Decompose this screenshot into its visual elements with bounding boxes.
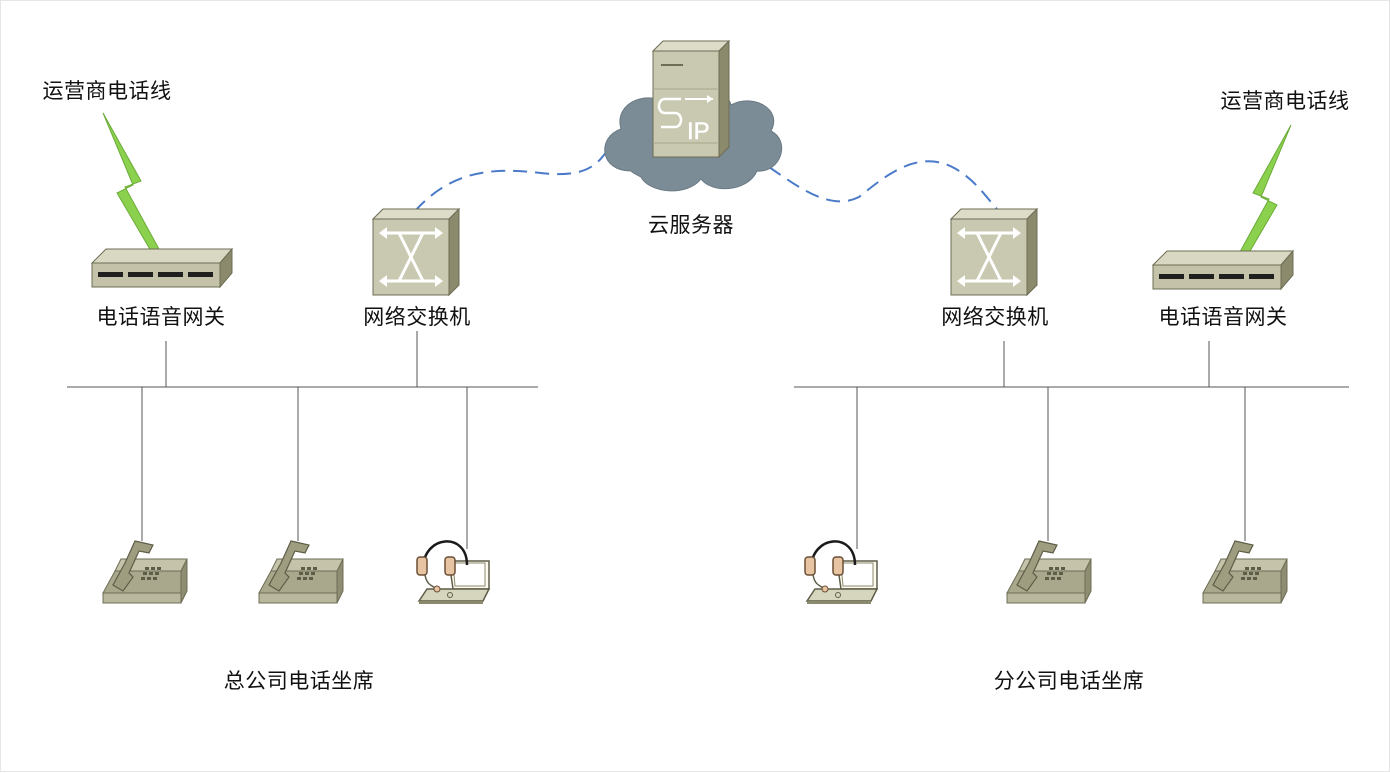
dashed-link-left [414,140,614,212]
voice-gateway-label-left: 电话语音网关 [96,305,226,329]
switch-label-left: 网络交换机 [363,305,471,329]
desk-phone-icon [258,540,344,604]
cloud-server-label: 云服务器 [648,213,734,237]
branch-seats-label: 分公司电话坐席 [993,669,1145,693]
svg-text:IP: IP [687,118,710,145]
desk-phone-icon [102,540,188,604]
sip-server-icon: IP [651,39,731,159]
desk-phone-icon [1202,540,1288,604]
carrier-line-label-right: 运营商电话线 [1220,89,1350,113]
network-switch-icon [949,207,1039,297]
headset-laptop-icon [415,540,491,606]
carrier-line-label-left: 运营商电话线 [42,79,172,103]
headset-laptop-icon [803,540,879,606]
hq-seats-label: 总公司电话坐席 [223,669,375,693]
voice-gateway-label-right: 电话语音网关 [1158,305,1288,329]
dashed-link-right [768,160,998,210]
voice-gateway-icon [91,248,233,288]
right-backbone [794,341,1349,549]
switch-label-right: 网络交换机 [941,305,1049,329]
left-backbone [67,331,538,549]
voice-gateway-icon [1152,250,1294,290]
lightning-icon [1234,124,1292,264]
network-switch-icon [371,207,461,297]
desk-phone-icon [1006,540,1092,604]
lightning-icon [102,112,160,252]
